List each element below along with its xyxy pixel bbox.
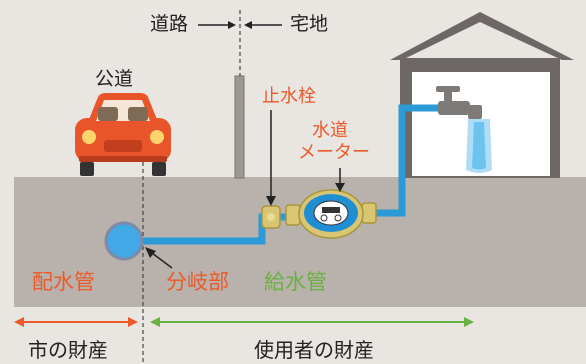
boundary-post [234, 75, 245, 179]
water-meter-icon [285, 189, 377, 239]
branch-pointer-head [145, 247, 156, 258]
stop-valve-label: 止水栓 [262, 86, 316, 107]
road-label: 道路 [150, 13, 189, 35]
car-icon [75, 93, 171, 176]
user-property-label: 使用者の財産 [254, 338, 374, 362]
meter-pointer-head [335, 183, 345, 192]
user-property-arrow [150, 317, 474, 327]
branch-label: 分岐部 [166, 270, 229, 294]
service-pipe-label: 給水管 [264, 270, 327, 294]
city-property-arrow [14, 317, 138, 327]
city-property-label: 市の財産 [28, 338, 108, 362]
public-road-label: 公道 [95, 68, 134, 90]
stop-valve-icon [261, 205, 281, 229]
main-pipe-label: 配水管 [32, 270, 95, 294]
stop-valve-pointer-head [266, 196, 276, 206]
residential-label: 宅地 [290, 13, 329, 35]
meter-label-line2: メーター [298, 142, 370, 163]
meter-label-line1: 水道 [312, 120, 348, 141]
arrow-icon [198, 21, 282, 29]
faucet-icon [436, 86, 492, 173]
main-pipe-icon [104, 221, 144, 261]
